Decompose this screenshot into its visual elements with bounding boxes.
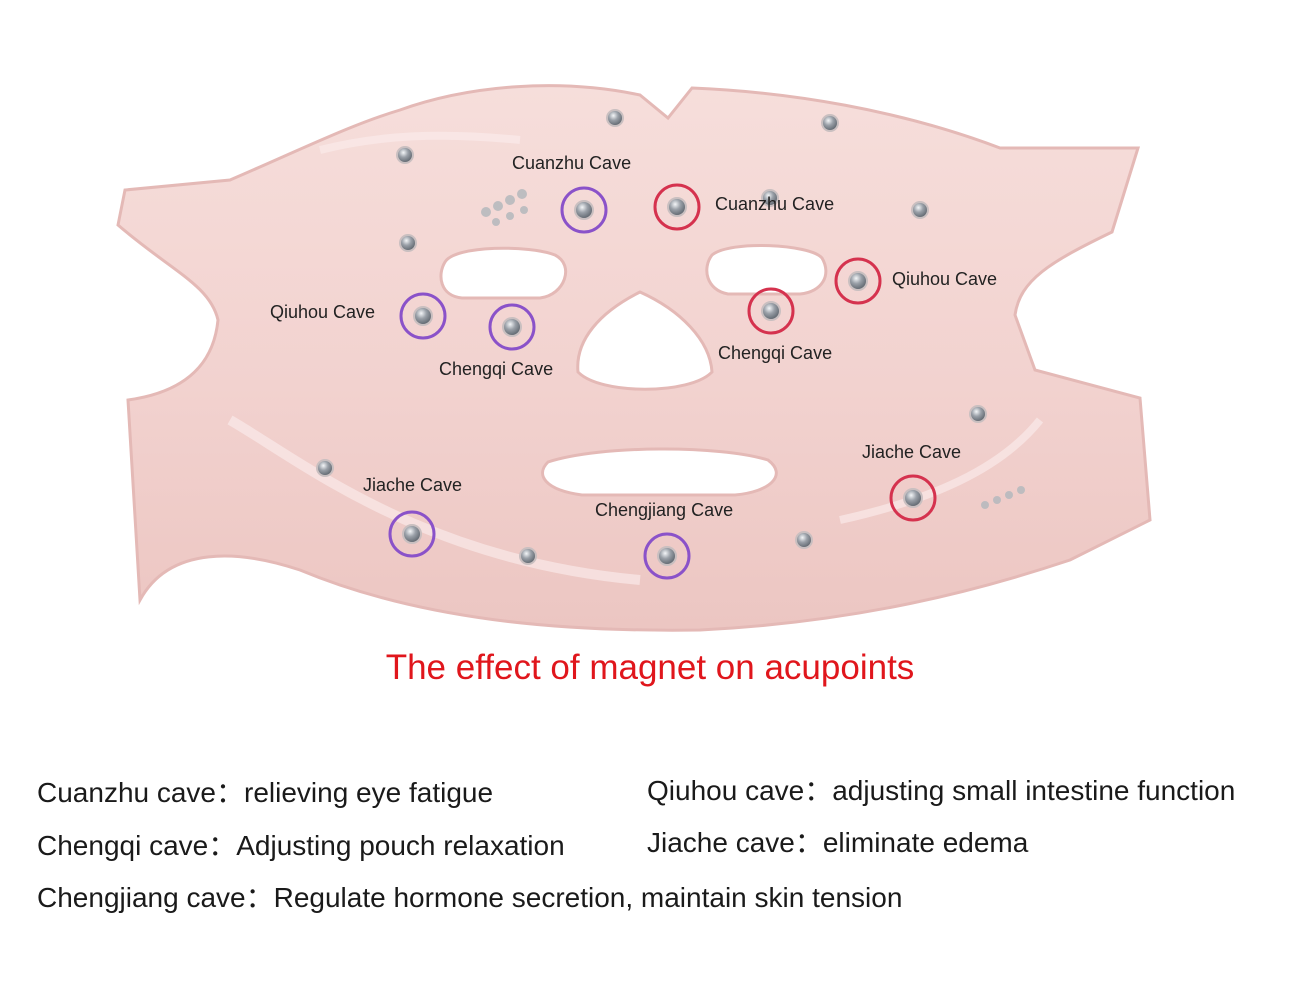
- magnet-point: [606, 109, 624, 127]
- label-jiache-left: Jiache Cave: [363, 475, 463, 495]
- desc-jiache: Jiache cave：eliminate edema: [647, 827, 1029, 858]
- ring-qiuhou-right: [834, 257, 882, 305]
- magnet-point: [667, 197, 687, 217]
- ring-cuanzhu-left: [560, 186, 608, 234]
- ring-chengjiang: [643, 532, 691, 580]
- magnet-points: [316, 109, 987, 565]
- magnet-point: [574, 200, 594, 220]
- ring-cuanzhu-right: [653, 183, 701, 231]
- magnet-point: [316, 459, 334, 477]
- magnet-point: [848, 271, 868, 291]
- ring-chengqi-right: [747, 287, 795, 335]
- magnet-point: [519, 547, 537, 565]
- label-qiuhou-left: Qiuhou Cave: [270, 302, 376, 322]
- label-cuanzhu-left: Cuanzhu Cave: [512, 153, 632, 173]
- magnet-point: [502, 317, 522, 337]
- ring-chengqi-left: [488, 303, 536, 351]
- label-chengqi-right: Chengqi Cave: [718, 343, 833, 363]
- magnet-point: [761, 189, 779, 207]
- magnet-point: [969, 405, 987, 423]
- magnet-point: [795, 531, 813, 549]
- figure-headline: The effect of magnet on acupoints: [385, 648, 915, 687]
- label-chengjiang: Chengjiang Cave: [595, 500, 734, 520]
- desc-chengjiang: Chengjiang cave：Regulate hormone secreti…: [37, 882, 903, 913]
- magnet-point: [657, 546, 677, 566]
- ring-jiache-left: [388, 510, 436, 558]
- label-cuanzhu-right: Cuanzhu Cave: [715, 194, 835, 214]
- magnet-point: [396, 146, 414, 164]
- magnet-point: [761, 301, 781, 321]
- magnet-point: [399, 234, 417, 252]
- magnet-point: [821, 114, 839, 132]
- magnet-point: [911, 201, 929, 219]
- desc-chengqi: Chengqi cave：Adjusting pouch relaxation: [37, 830, 565, 861]
- magnet-point: [402, 524, 422, 544]
- magnet-point: [413, 306, 433, 326]
- ring-jiache-right: [889, 474, 937, 522]
- desc-qiuhou: Qiuhou cave：adjusting small intestine fu…: [647, 775, 1236, 806]
- label-chengqi-left: Chengqi Cave: [439, 359, 554, 379]
- face-mask-illustration: [116, 84, 1152, 632]
- label-qiuhou-right: Qiuhou Cave: [892, 269, 998, 289]
- ring-qiuhou-left: [399, 292, 447, 340]
- acupoint-rings: [388, 183, 937, 580]
- magnet-point: [903, 488, 923, 508]
- mask-body: [116, 84, 1152, 632]
- label-jiache-right: Jiache Cave: [862, 442, 962, 462]
- desc-cuanzhu: Cuanzhu cave：relieving eye fatigue: [37, 777, 494, 808]
- face-mask-figure: Cuanzhu Cave Cuanzhu Cave Qiuhou Cave Qi…: [116, 84, 1152, 632]
